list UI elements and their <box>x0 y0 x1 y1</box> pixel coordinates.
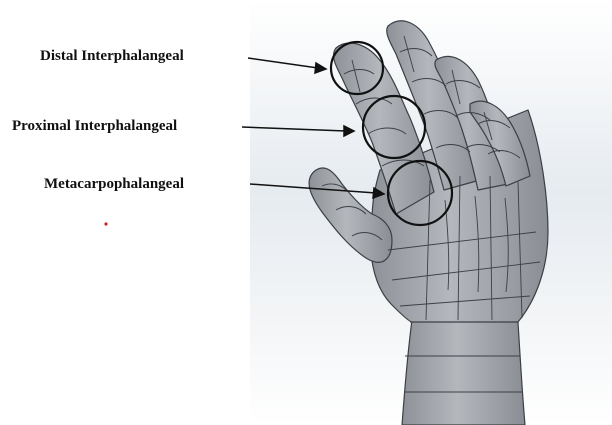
forearm <box>402 320 525 425</box>
red-dot <box>104 222 107 225</box>
metacarpophalangeal-label: Metacarpophalangeal <box>44 177 184 192</box>
distal-interphalangeal-label: Distal Interphalangeal <box>40 49 184 64</box>
proximal-interphalangeal-label: Proximal Interphalangeal <box>12 119 177 134</box>
